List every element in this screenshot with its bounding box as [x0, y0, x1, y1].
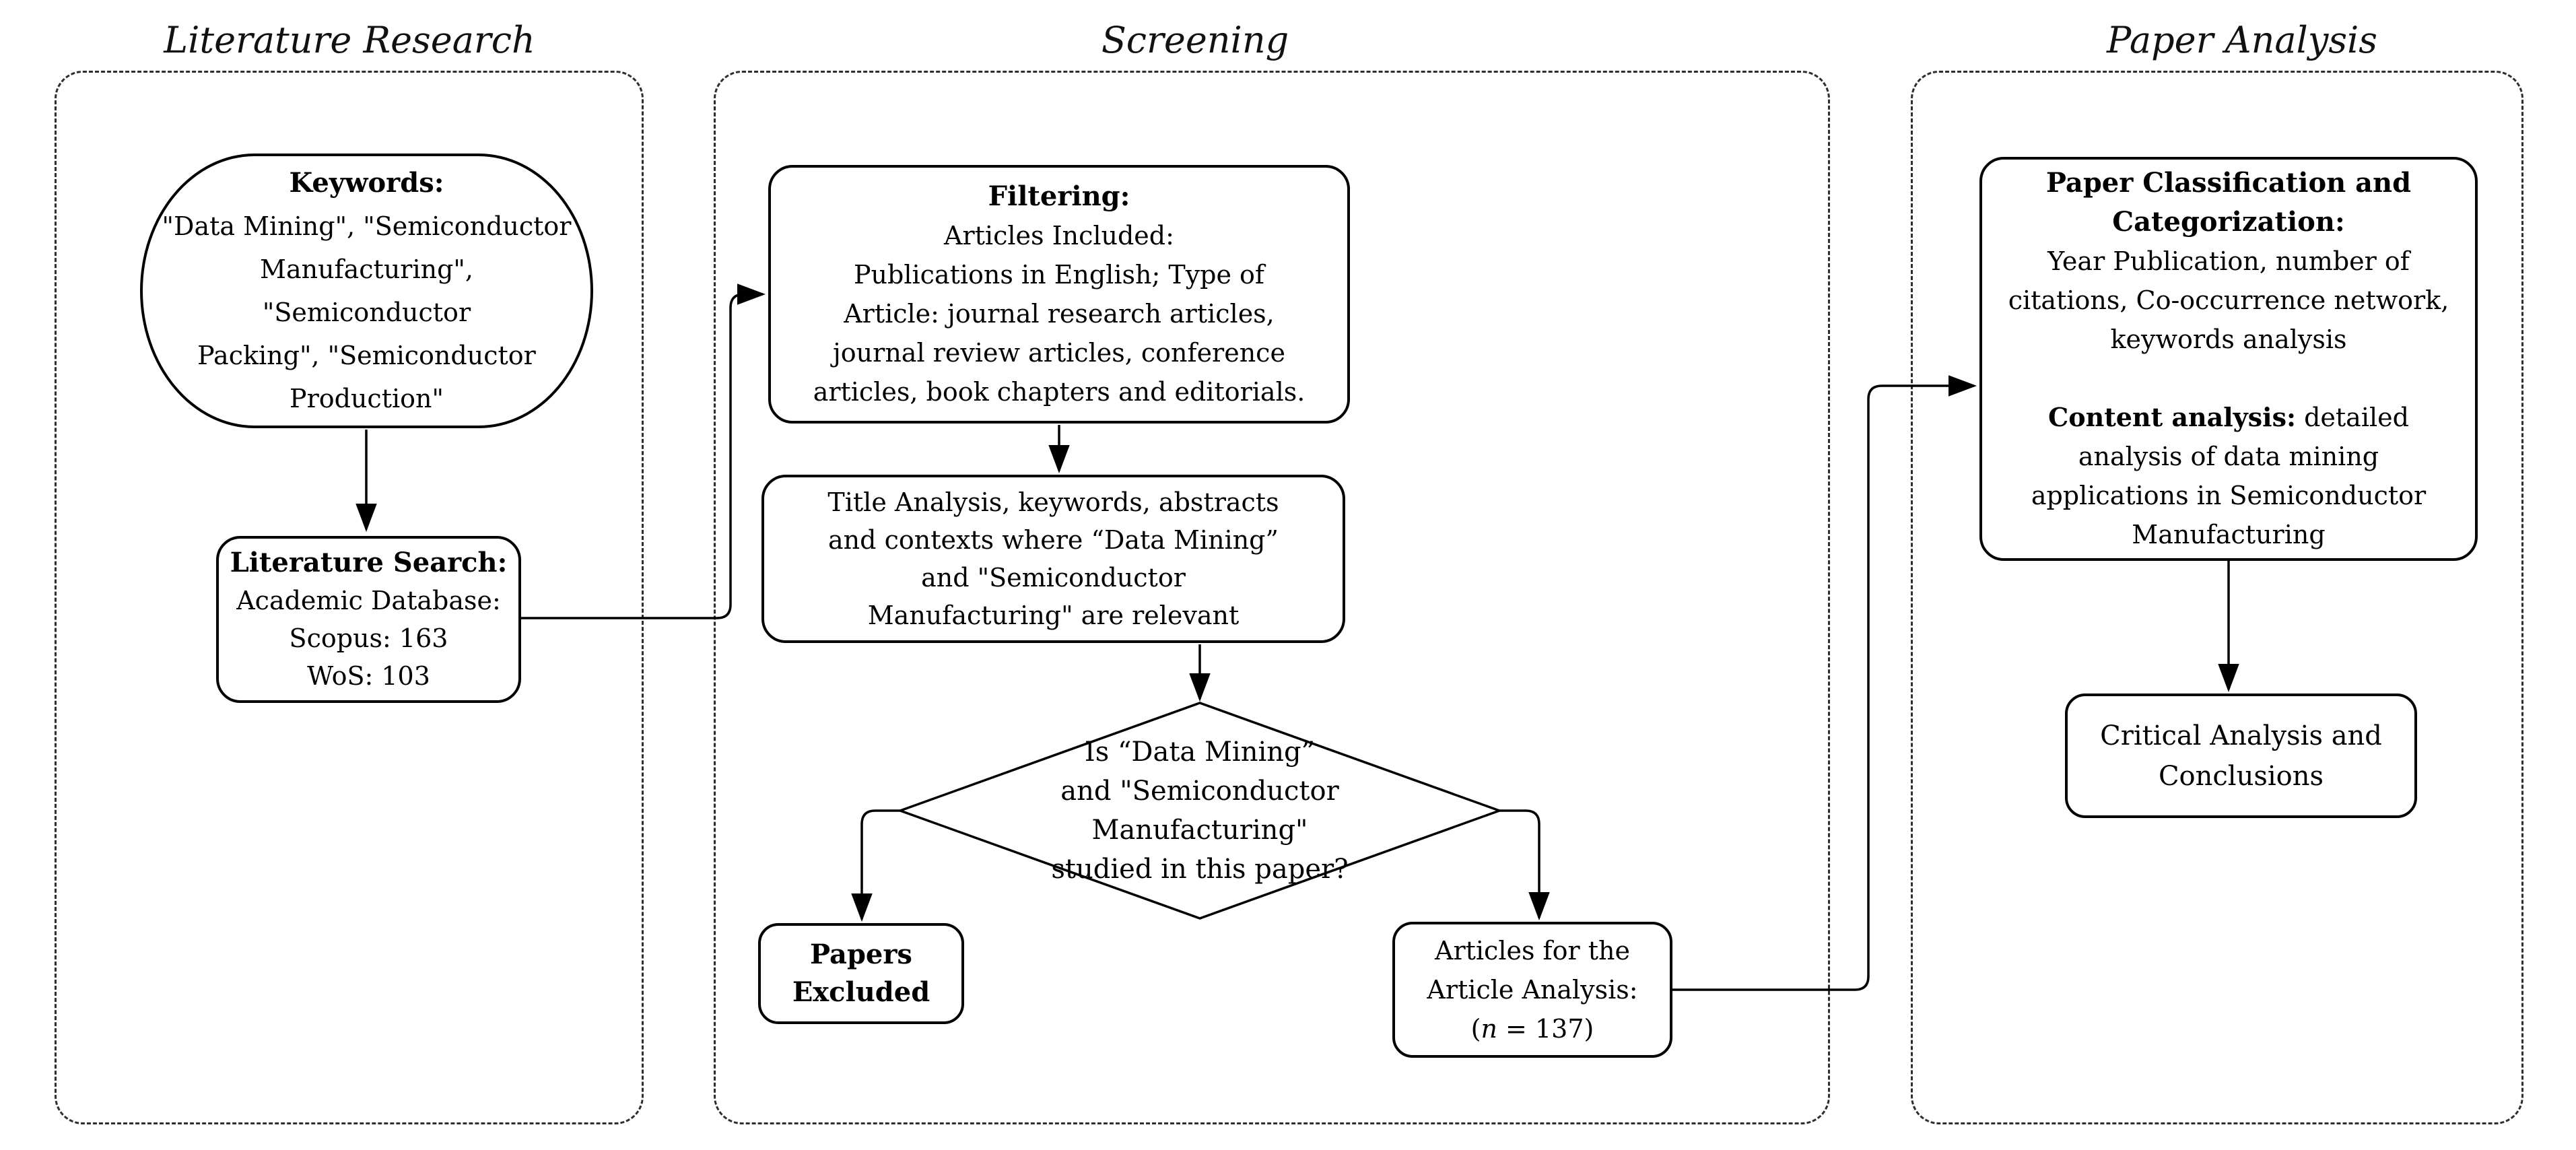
section-title-paper-analysis: Paper Analysis [2106, 19, 2378, 61]
decision-diamond-text: Is “Data Mining” and "Semiconductor Manu… [1051, 737, 1349, 885]
articles-count-open: ( [1470, 1014, 1481, 1044]
literature-search-caption: Literature Search: [230, 547, 508, 578]
filtering-body: Articles Included: Publications in Engli… [813, 221, 1306, 407]
articles-count-n: n [1481, 1014, 1497, 1044]
articles-count: (n = 137) [1471, 1009, 1594, 1048]
keywords-body: "Data Mining", "Semiconductor Manufactur… [162, 211, 572, 413]
section-paper-analysis [1911, 71, 2523, 1124]
connector-decision-to-papers-excluded [851, 809, 900, 922]
section-title-screening: Screening [1101, 19, 1289, 61]
critical-analysis-body: Critical Analysis and Conclusions [2100, 720, 2382, 792]
title-analysis-body: Title Analysis, keywords, abstracts and … [827, 487, 1279, 630]
connector-decision-to-articles [1499, 809, 1550, 920]
node-articles-for-analysis: Articles for the Article Analysis: (n = … [1392, 922, 1672, 1058]
content-analysis-text: detailed analysis of data mining applica… [2031, 403, 2427, 549]
content-analysis-label: Content analysis: [2048, 402, 2297, 432]
connector-articles-to-paper-classification [1672, 375, 1977, 991]
node-critical-analysis: Critical Analysis and Conclusions [2065, 694, 2417, 818]
paper-classification-body1: Year Publication, number of citations, C… [2008, 246, 2449, 354]
connector-literature-search-to-filtering [521, 283, 766, 619]
literature-search-body: Academic Database: Scopus: 163 WoS: 103 [236, 586, 501, 691]
paper-classification-caption: Paper Classification and Categorization: [2045, 167, 2412, 238]
node-keywords: Keywords: "Data Mining", "Semiconductor … [140, 154, 593, 428]
papers-excluded-label: Papers Excluded [792, 939, 930, 1008]
node-filtering: Filtering: Articles Included: Publicatio… [768, 165, 1350, 424]
articles-body: Articles for the Article Analysis: [1427, 936, 1638, 1005]
keywords-caption: Keywords: [289, 167, 444, 199]
section-screening [714, 71, 1830, 1124]
decision-diamond-shape [896, 702, 1503, 920]
node-paper-classification: Paper Classification and Categorization:… [1979, 157, 2478, 561]
node-literature-search: Literature Search: Academic Database: Sc… [216, 536, 521, 703]
section-title-literature-research: Literature Research [164, 19, 535, 61]
articles-count-rest: = 137) [1497, 1014, 1594, 1044]
paper-classification-body2: Content analysis: detailed analysis of d… [2031, 359, 2426, 554]
section-literature-research [55, 71, 644, 1124]
node-papers-excluded: Papers Excluded [758, 923, 964, 1024]
filtering-caption: Filtering: [988, 180, 1130, 212]
node-title-analysis: Title Analysis, keywords, abstracts and … [761, 475, 1345, 643]
